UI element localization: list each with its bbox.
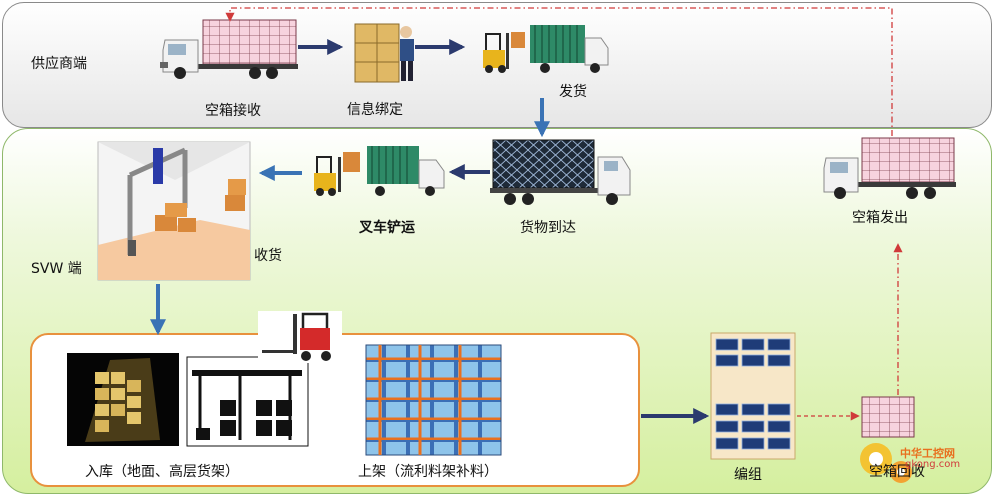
inbound-label: 入库（地面、高层货架） xyxy=(85,464,239,480)
receiving-label: 收货 xyxy=(254,248,282,264)
forklift-loading-icon xyxy=(483,32,525,73)
flow-rack-image xyxy=(365,344,502,456)
arrived-truck-icon xyxy=(490,139,631,205)
red-forklift-image xyxy=(258,311,342,363)
forklift-transport-icon xyxy=(314,146,445,196)
grouping-label: 编组 xyxy=(734,467,762,483)
grouping-pallet-icon xyxy=(710,332,796,460)
watermark-name: 中华工控网 xyxy=(900,447,955,460)
forklift-transport-label: 叉车铲运 xyxy=(359,220,415,236)
shipping-truck-icon xyxy=(530,25,609,73)
watermark-gear-icon xyxy=(860,443,912,483)
empty-box-truck-icon xyxy=(160,19,298,79)
receiving-scene-image xyxy=(97,141,251,281)
empty-box-stack-icon xyxy=(861,396,915,438)
empty-box-recycle-label: 空箱回收 xyxy=(869,464,925,480)
watermark-url: gkong.com xyxy=(905,459,961,470)
empty-box-dispatch-label: 空箱发出 xyxy=(852,210,908,226)
svw-zone-label: SVW 端 xyxy=(31,261,82,277)
shelving-label: 上架（流利料架补料） xyxy=(358,464,498,480)
empty-box-receive-label: 空箱接收 xyxy=(205,103,261,119)
info-binding-label: 信息绑定 xyxy=(347,102,403,118)
ground-storage-image xyxy=(186,356,309,447)
high-rack-warehouse-image xyxy=(67,353,179,446)
info-binding-worker-icon xyxy=(354,23,414,83)
goods-arrival-label: 货物到达 xyxy=(520,220,576,236)
supplier-zone-label: 供应商端 xyxy=(31,56,87,72)
empty-box-dispatch-truck-icon xyxy=(823,137,956,199)
shipping-label: 发货 xyxy=(559,84,587,100)
